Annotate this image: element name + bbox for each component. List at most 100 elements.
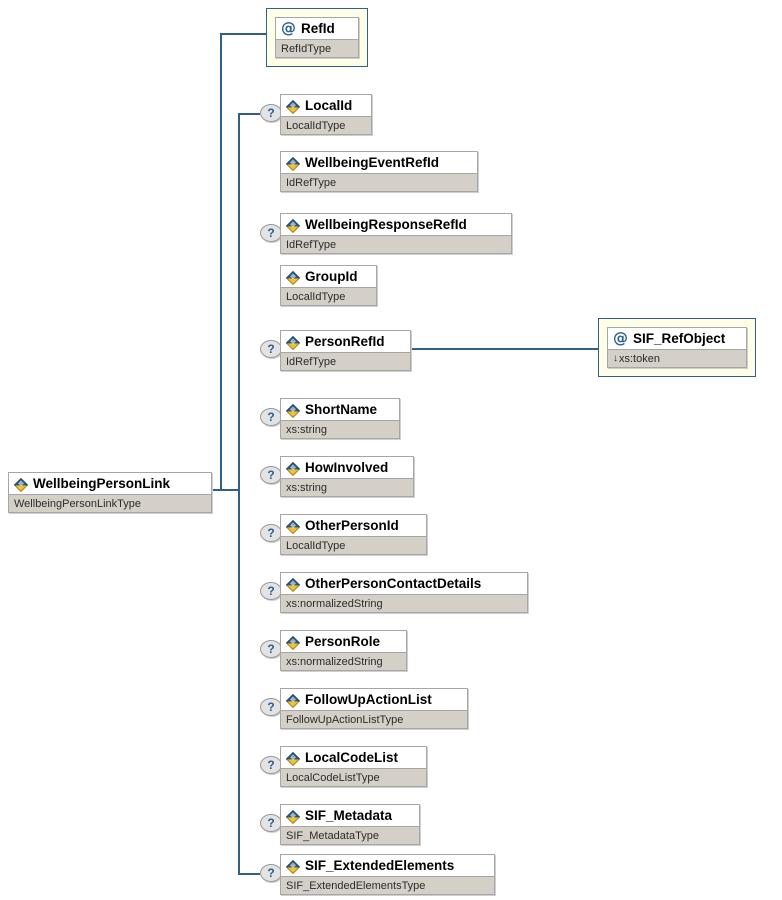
node-name-text: FollowUpActionList: [305, 692, 432, 707]
node-name-text: PersonRefId: [305, 334, 385, 349]
node-title: WellbeingResponseRefId: [281, 214, 511, 235]
node-wellbeingeventrefid[interactable]: WellbeingEventRefId IdRefType: [280, 151, 478, 192]
node-type-text: IdRefType: [281, 173, 477, 191]
node-name-text: WellbeingPersonLink: [33, 476, 171, 491]
node-title: @ RefId: [276, 18, 358, 39]
connector-children-riser: [238, 113, 240, 874]
node-type-text: ↓xs:token: [608, 349, 746, 367]
node-name-text: LocalId: [305, 98, 353, 113]
node-name-text: OtherPersonId: [305, 518, 399, 533]
node-title: LocalId: [281, 95, 371, 116]
node-type-value: xs:token: [619, 352, 660, 365]
node-title: OtherPersonId: [281, 515, 426, 536]
optional-marker-personrefid[interactable]: ?: [260, 340, 282, 358]
node-name-text: SIF_ExtendedElements: [305, 858, 455, 873]
node-type-text: IdRefType: [281, 352, 410, 370]
node-name-text: WellbeingResponseRefId: [305, 217, 467, 232]
node-title: PersonRefId: [281, 331, 410, 352]
attribute-icon: @: [613, 329, 628, 347]
element-icon: [285, 635, 301, 650]
node-groupid[interactable]: GroupId LocalIdType: [280, 265, 377, 306]
node-type-text: LocalIdType: [281, 116, 371, 134]
node-sif-metadata[interactable]: SIF_Metadata SIF_MetadataType: [280, 804, 420, 845]
element-icon: [285, 577, 301, 592]
optional-marker-localid[interactable]: ?: [260, 104, 282, 122]
optional-marker-personrole[interactable]: ?: [260, 640, 282, 658]
node-personrefid[interactable]: PersonRefId IdRefType: [280, 330, 411, 371]
connector-child-sif-extendedelements: [238, 873, 260, 875]
attribute-frame-sifrefobject: @ SIF_RefObject ↓xs:token: [598, 318, 756, 377]
node-shortname[interactable]: ShortName xs:string: [280, 398, 400, 439]
element-icon: [285, 519, 301, 534]
node-type-text: LocalCodeListType: [281, 768, 426, 786]
node-title: WellbeingPersonLink: [9, 473, 211, 494]
optional-marker-localcodelist[interactable]: ?: [260, 756, 282, 774]
node-type-text: SIF_MetadataType: [281, 826, 419, 844]
element-icon: [285, 751, 301, 766]
node-title: ShortName: [281, 399, 399, 420]
node-type-text: IdRefType: [281, 235, 511, 253]
node-otherpersonid[interactable]: OtherPersonId LocalIdType: [280, 514, 427, 555]
node-name-text: PersonRole: [305, 634, 381, 649]
node-name-text: OtherPersonContactDetails: [305, 576, 482, 591]
node-type-text: xs:normalizedString: [281, 594, 527, 612]
node-otherpersoncontactdetails[interactable]: OtherPersonContactDetails xs:normalizedS…: [280, 572, 528, 613]
node-title: HowInvolved: [281, 457, 413, 478]
connector-to-refid: [220, 33, 266, 35]
node-followupactionlist[interactable]: FollowUpActionList FollowUpActionListTyp…: [280, 688, 468, 729]
optional-marker-sif-metadata[interactable]: ?: [260, 814, 282, 832]
node-wellbeingresponserefid[interactable]: WellbeingResponseRefId IdRefType: [280, 213, 512, 254]
node-title: SIF_ExtendedElements: [281, 855, 494, 876]
node-personrole[interactable]: PersonRole xs:normalizedString: [280, 630, 407, 671]
connector-child-localid: [238, 113, 260, 115]
node-title: PersonRole: [281, 631, 406, 652]
node-type-text: FollowUpActionListType: [281, 710, 467, 728]
node-localid[interactable]: LocalId LocalIdType: [280, 94, 372, 135]
node-type-text: LocalIdType: [281, 536, 426, 554]
element-icon: [285, 156, 301, 171]
node-name-text: SIF_RefObject: [633, 331, 726, 346]
node-title: WellbeingEventRefId: [281, 152, 477, 173]
node-name-text: WellbeingEventRefId: [305, 155, 440, 170]
element-icon: [285, 99, 301, 114]
optional-marker-sif-extendedelements[interactable]: ?: [260, 864, 282, 882]
element-icon: [285, 461, 301, 476]
attribute-icon: @: [281, 19, 296, 37]
element-icon: [285, 809, 301, 824]
node-sifrefobject[interactable]: @ SIF_RefObject ↓xs:token: [607, 327, 747, 368]
node-type-text: SIF_ExtendedElementsType: [281, 876, 494, 894]
optional-marker-howinvolved[interactable]: ?: [260, 466, 282, 484]
attribute-frame-refid: @ RefId RefIdType: [266, 8, 368, 67]
node-title: SIF_Metadata: [281, 805, 419, 826]
element-icon: [285, 218, 301, 233]
optional-marker-otherpersonid[interactable]: ?: [260, 524, 282, 542]
node-title: GroupId: [281, 266, 376, 287]
node-name-text: GroupId: [305, 269, 358, 284]
node-name-text: HowInvolved: [305, 460, 389, 475]
node-title: LocalCodeList: [281, 747, 426, 768]
node-wellbeingpersonlink[interactable]: WellbeingPersonLink WellbeingPersonLinkT…: [8, 472, 212, 513]
node-localcodelist[interactable]: LocalCodeList LocalCodeListType: [280, 746, 427, 787]
connector-personrefid-to-sifrefobject: [412, 348, 598, 350]
derived-arrow-icon: ↓: [613, 352, 618, 364]
optional-marker-shortname[interactable]: ?: [260, 408, 282, 426]
node-name-text: LocalCodeList: [305, 750, 399, 765]
node-type-text: xs:string: [281, 478, 413, 496]
node-refid[interactable]: @ RefId RefIdType: [275, 17, 359, 58]
node-type-text: xs:string: [281, 420, 399, 438]
node-title: @ SIF_RefObject: [608, 328, 746, 349]
element-icon: [13, 477, 29, 492]
optional-marker-otherpersoncontactdetails[interactable]: ?: [260, 582, 282, 600]
optional-marker-followupactionlist[interactable]: ?: [260, 698, 282, 716]
optional-marker-wellbeingresponserefid[interactable]: ?: [260, 224, 282, 242]
element-icon: [285, 403, 301, 418]
connector-attribute-riser: [220, 33, 222, 491]
node-title: OtherPersonContactDetails: [281, 573, 527, 594]
node-type-text: LocalIdType: [281, 287, 376, 305]
node-name-text: RefId: [301, 21, 335, 36]
node-title: FollowUpActionList: [281, 689, 467, 710]
element-icon: [285, 335, 301, 350]
node-sif-extendedelements[interactable]: SIF_ExtendedElements SIF_ExtendedElement…: [280, 854, 495, 895]
node-howinvolved[interactable]: HowInvolved xs:string: [280, 456, 414, 497]
